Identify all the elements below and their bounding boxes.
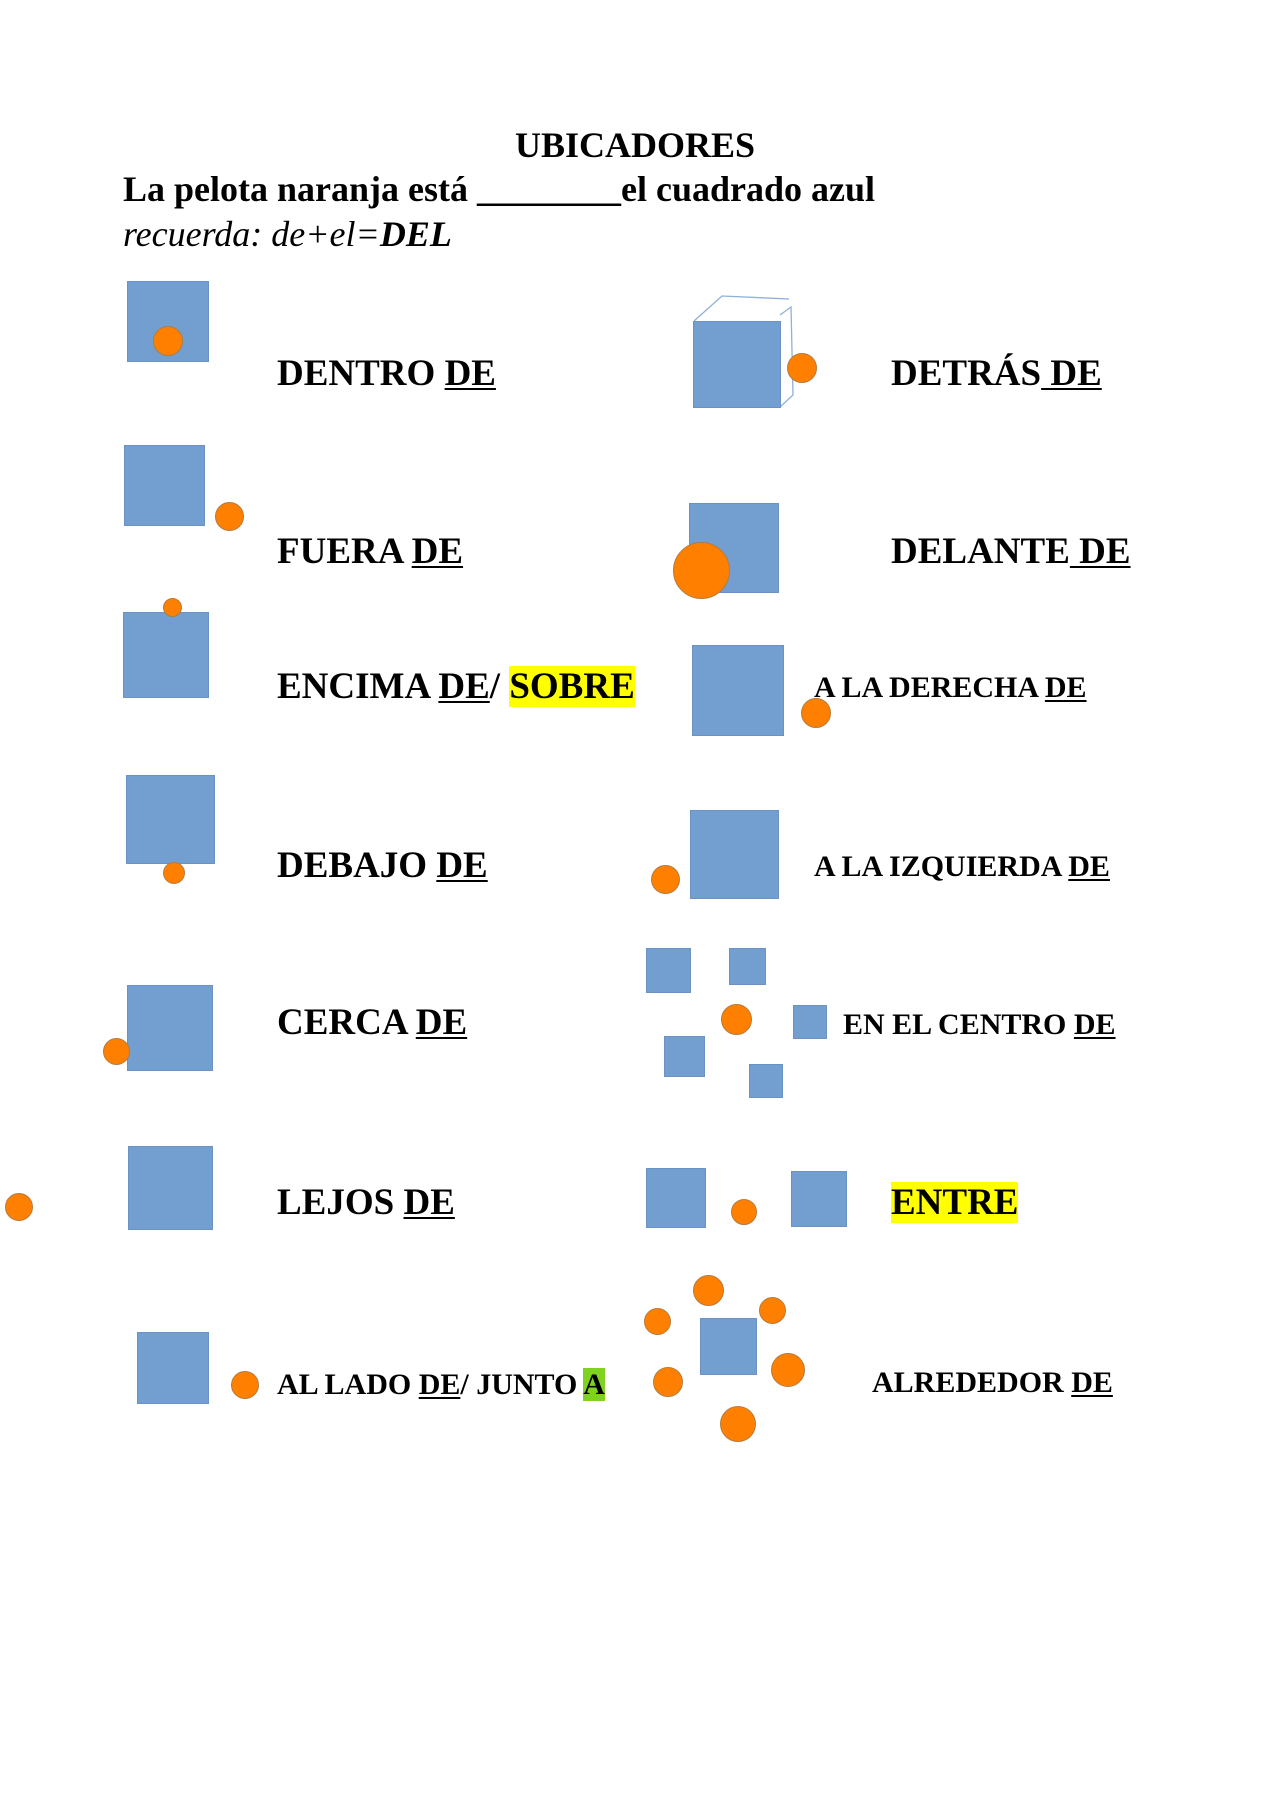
label-word: CERCA	[277, 1002, 416, 1043]
orange-ball	[721, 1004, 752, 1035]
label-de: DE	[1073, 1008, 1116, 1041]
label-derecha-de: A LA DERECHA DE	[814, 673, 1087, 703]
label-word: FUERA	[277, 531, 412, 572]
prompt-sentence: La pelota naranja está ________el cuadra…	[123, 168, 875, 210]
blue-square	[646, 948, 691, 993]
label-word: DETRÁS	[891, 353, 1042, 394]
label-word: EN EL CENTRO	[843, 1008, 1074, 1041]
blue-square	[729, 948, 766, 985]
label-word: LEJOS	[277, 1182, 404, 1223]
label-separator: / JUNTO	[460, 1368, 584, 1401]
label-de: DE	[1068, 850, 1110, 883]
blue-square	[693, 321, 781, 408]
blue-square	[123, 612, 209, 698]
label-detras-de: DETRÁS DE	[891, 355, 1102, 392]
orange-ball	[731, 1199, 757, 1225]
label-word: DEBAJO	[277, 845, 437, 886]
orange-ball	[215, 502, 244, 531]
worksheet-title: UBICADORES	[515, 125, 756, 165]
label-word: DENTRO	[277, 353, 445, 394]
orange-ball	[673, 542, 730, 599]
orange-ball	[153, 326, 183, 356]
blue-square	[692, 645, 784, 736]
orange-ball	[720, 1406, 756, 1442]
label-encima-de-sobre: ENCIMA DE/ SOBRE	[277, 666, 635, 707]
orange-ball	[5, 1193, 33, 1221]
label-de: DE	[411, 531, 464, 572]
blue-square	[664, 1036, 705, 1077]
blue-square	[700, 1318, 757, 1375]
label-izquierda-de: A LA IZQUIERDA DE	[814, 852, 1110, 882]
label-word: DELANTE	[891, 531, 1070, 572]
blue-square	[646, 1168, 706, 1228]
orange-ball	[759, 1297, 786, 1324]
label-delante-de: DELANTE DE	[891, 533, 1131, 570]
label-word: ALREDEDOR	[872, 1366, 1072, 1399]
label-de: DE	[1069, 531, 1131, 572]
label-alt-highlight: A	[583, 1368, 605, 1401]
label-de: DE	[438, 666, 490, 707]
orange-ball	[771, 1353, 805, 1387]
reminder-contraction: DEL	[379, 214, 452, 254]
prompt-start: La pelota naranja está	[123, 169, 477, 209]
orange-ball	[787, 353, 817, 383]
prompt-blank: ________	[477, 169, 621, 209]
orange-ball	[651, 865, 680, 894]
label-lejos-de: LEJOS DE	[277, 1184, 455, 1221]
label-dentro-de: DENTRO DE	[277, 355, 496, 392]
label-cerca-de: CERCA DE	[277, 1004, 467, 1041]
label-al-lado-de-junto-a: AL LADO DE/ JUNTO A	[277, 1368, 605, 1401]
label-de: DE	[1041, 353, 1102, 394]
label-de: DE	[436, 845, 488, 886]
blue-square	[126, 775, 215, 864]
label-centro-de: EN EL CENTRO DE	[843, 1010, 1116, 1040]
reminder-note: recuerda: de+el=DEL	[123, 213, 452, 255]
label-word: ENCIMA	[277, 666, 439, 707]
blue-square	[128, 1146, 213, 1230]
label-de: DE	[1071, 1366, 1113, 1399]
blue-square	[690, 810, 779, 899]
label-alrededor-de: ALREDEDOR DE	[872, 1368, 1113, 1398]
orange-ball	[653, 1367, 683, 1397]
reminder-prefix: recuerda: de+el=	[123, 214, 380, 254]
label-separator: /	[489, 666, 510, 707]
label-word-highlight: ENTRE	[891, 1182, 1019, 1223]
orange-ball	[693, 1275, 724, 1306]
label-de: DE	[403, 1182, 455, 1223]
orange-ball	[103, 1038, 130, 1065]
blue-square	[749, 1064, 783, 1098]
orange-ball	[163, 598, 182, 617]
blue-square	[124, 445, 205, 526]
blue-square	[137, 1332, 209, 1404]
label-entre: ENTRE	[891, 1182, 1019, 1223]
orange-ball	[801, 698, 831, 728]
label-de: DE	[418, 1368, 461, 1401]
label-word: A LA IZQUIERDA	[814, 850, 1069, 883]
label-de: DE	[444, 353, 496, 394]
blue-square	[793, 1005, 827, 1039]
orange-ball	[644, 1308, 671, 1335]
label-de: DE	[415, 1002, 468, 1043]
label-de: DE	[1044, 671, 1087, 704]
label-word: A LA DERECHA	[814, 671, 1045, 704]
blue-square	[127, 985, 213, 1071]
label-debajo-de: DEBAJO DE	[277, 847, 488, 884]
orange-ball	[163, 862, 185, 884]
cube-outline-icon	[693, 295, 794, 408]
label-alt-highlight: SOBRE	[509, 666, 635, 707]
label-word: AL LADO	[277, 1368, 419, 1401]
blue-square	[791, 1171, 847, 1227]
orange-ball	[231, 1371, 259, 1399]
label-fuera-de: FUERA DE	[277, 533, 463, 570]
prompt-end: el cuadrado azul	[621, 169, 876, 209]
